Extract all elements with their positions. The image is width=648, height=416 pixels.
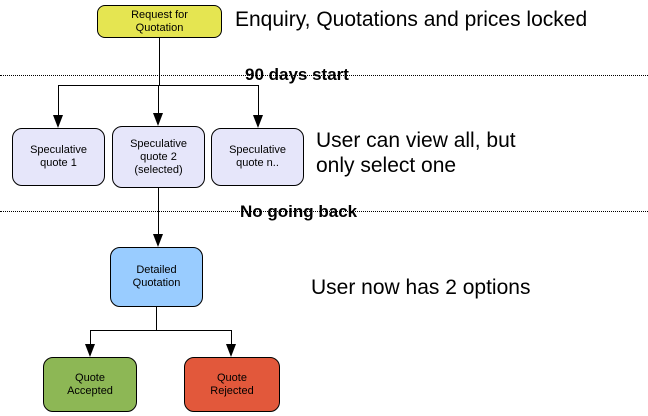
node-speculative-quote-1: Speculative quote 1 [12, 128, 105, 186]
annotation-user-can-view-all: User can view all, but only select one [316, 129, 516, 177]
connector-rfq-stem [159, 38, 160, 85]
connector-detailed-stem [156, 307, 157, 331]
node-quote-accepted: Quote Accepted [43, 357, 137, 412]
connector-to-quote2 [158, 85, 159, 114]
node-speculative-quote-n: Speculative quote n.. [211, 128, 304, 186]
node-quote-rejected: Quote Rejected [184, 357, 280, 412]
connector-to-rejected [231, 330, 232, 345]
node-request-for-quotation: Request for Quotation [97, 5, 222, 38]
arrowhead-accepted [85, 344, 95, 357]
annotation-enquiry-quotations-locked: Enquiry, Quotations and prices locked [235, 8, 588, 31]
arrowhead-quote2 [153, 113, 163, 126]
connector-to-detailed [158, 188, 159, 235]
node-speculative-quote-2: Speculative quote 2 (selected) [112, 126, 205, 188]
connector-to-accepted [90, 330, 91, 345]
annotation-90-days-start: 90 days start [245, 65, 349, 84]
connector-to-quote-n [258, 85, 259, 116]
divider-no-going-back-line [0, 211, 648, 212]
annotation-no-going-back: No going back [240, 202, 358, 221]
connector-to-quote1 [58, 85, 59, 116]
divider-90-days-line [0, 75, 648, 76]
arrowhead-quote-n [253, 115, 263, 128]
arrowhead-quote1 [53, 115, 63, 128]
node-detailed-quotation: Detailed Quotation [110, 247, 203, 307]
connector-bottom-branch [90, 330, 232, 331]
annotation-user-2-options: User now has 2 options [311, 276, 531, 299]
arrowhead-rejected [226, 344, 236, 357]
arrowhead-detailed [153, 234, 163, 247]
